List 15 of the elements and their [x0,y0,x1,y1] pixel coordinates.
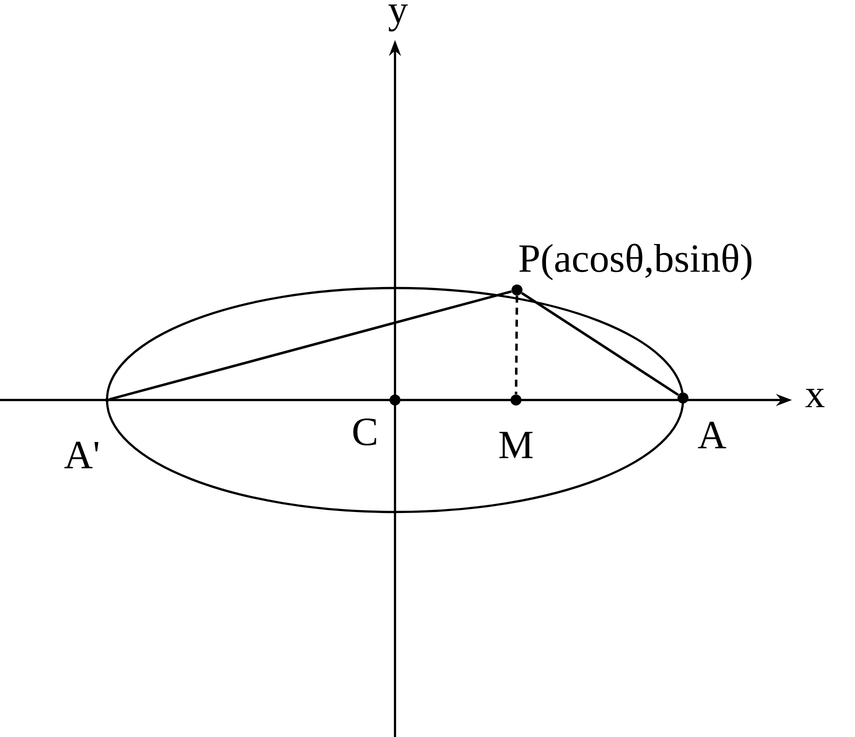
line-segment [514,296,518,394]
point [678,392,688,404]
point-label: P(acosθ,bsinθ) [519,244,752,280]
point [512,284,522,296]
point-label: C [353,418,376,446]
axis-label: y [388,4,408,32]
axis-label: x [805,388,824,408]
point [390,394,400,406]
point-label: A' [64,442,98,468]
point [510,394,522,406]
point-label: A [698,422,726,448]
point [105,398,109,402]
point-label: M [499,432,533,458]
line-segment [521,292,679,396]
line-segment [108,290,512,401]
